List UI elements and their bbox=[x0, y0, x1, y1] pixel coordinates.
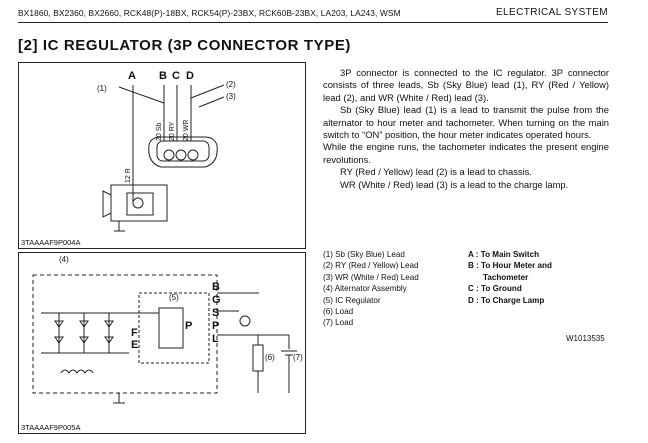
terminal-g: G bbox=[212, 294, 221, 306]
paragraph-3: While the engine runs, the tachometer in… bbox=[323, 141, 609, 165]
paragraph-5: WR (White / Red) lead (3) is a lead to t… bbox=[340, 178, 569, 190]
label-a: A bbox=[128, 70, 136, 82]
circuit-diagram bbox=[32, 274, 297, 404]
terminal-p-inner: P bbox=[185, 320, 193, 332]
paragraph-2: Sb (Sky Blue) lead (1) is a lead to tran… bbox=[323, 104, 609, 141]
model-list: BX1860, BX2360, BX2660, RCK48(P)-18BX, R… bbox=[18, 8, 401, 18]
callout-3: (3) bbox=[226, 92, 236, 101]
terminal-e: E bbox=[131, 339, 139, 351]
paragraph-1: 3P connector is connected to the IC regu… bbox=[323, 67, 609, 103]
terminal-s: S bbox=[212, 307, 220, 319]
legend-item: (6) Load bbox=[323, 307, 354, 317]
legend-item: (2) RY (Red / Yellow) Lead bbox=[323, 261, 419, 271]
label-c: C bbox=[172, 70, 180, 82]
legend-item: C : To Ground bbox=[468, 284, 522, 294]
terminal-b: B bbox=[212, 281, 220, 293]
connector-diagram bbox=[102, 84, 225, 232]
legend-item: B : To Hour Meter and bbox=[468, 261, 552, 271]
legend-item: (5) IC Regulator bbox=[323, 295, 381, 305]
label-d: D bbox=[186, 70, 194, 82]
legend-item: D : To Charge Lamp bbox=[468, 295, 545, 305]
wire-r: 12 R bbox=[125, 168, 132, 183]
legend-item: Tachometer bbox=[483, 272, 529, 282]
legend-item: (1) Sb (Sky Blue) Lead bbox=[323, 250, 405, 259]
callout-2: (2) bbox=[226, 80, 236, 89]
paragraph-4: RY (Red / Yellow) lead (2) is a lead to … bbox=[340, 166, 532, 178]
wire-sb: 20 Sb bbox=[156, 122, 163, 141]
callout-4: (4) bbox=[59, 255, 69, 264]
terminal-p: P bbox=[212, 320, 220, 332]
figure2-id: 3TAAAAF9P005A bbox=[21, 423, 81, 432]
legend-item: (7) Load bbox=[323, 318, 354, 328]
callout-1: (1) bbox=[97, 84, 107, 93]
lettered-legend: A : To Main Switch B : To Hour Meter and… bbox=[468, 249, 552, 306]
terminal-f: F bbox=[131, 327, 138, 339]
callout-5: (5) bbox=[169, 293, 179, 302]
wire-wr: 20 WR bbox=[183, 119, 190, 141]
legend-item: (4) Alternator Assembly bbox=[323, 284, 407, 294]
callout-6: (6) bbox=[265, 353, 275, 362]
legend-item: (3) WR (White / Red) Lead bbox=[323, 272, 419, 282]
description-text: 3P connector is connected to the IC regu… bbox=[323, 67, 609, 191]
page-header: BX1860, BX2360, BX2660, RCK48(P)-18BX, R… bbox=[18, 7, 608, 23]
wire-ry: 20 RY bbox=[169, 121, 176, 141]
label-b: B bbox=[159, 70, 167, 82]
section-title: ELECTRICAL SYSTEM bbox=[495, 7, 608, 18]
page-title: [2] IC REGULATOR (3P CONNECTOR TYPE) bbox=[18, 37, 352, 54]
legend-item: A : To Main Switch bbox=[468, 250, 540, 259]
numbered-legend: (1) Sb (Sky Blue) Lead (2) RY (Red / Yel… bbox=[323, 249, 419, 329]
connector-figure: A B C D (1) (2) (3) 20 Sb 20 RY 20 WR 12… bbox=[18, 62, 306, 249]
callout-7: (7) bbox=[293, 353, 303, 362]
reference-code: W1013535 bbox=[566, 334, 605, 343]
figure1-id: 3TAAAAF9P004A bbox=[21, 238, 81, 247]
terminal-l: L bbox=[212, 333, 219, 345]
circuit-figure: (4) (5) (6) (7) B G S P L F E P 3TAAAAF9… bbox=[18, 252, 306, 434]
